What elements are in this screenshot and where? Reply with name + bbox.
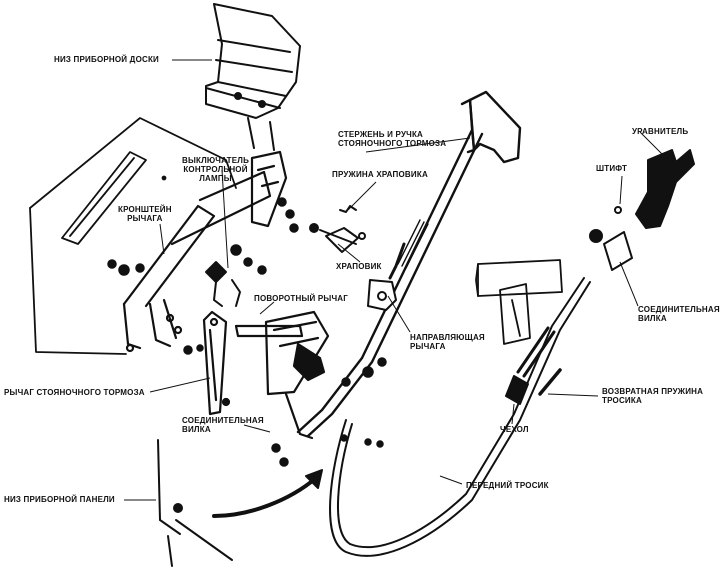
body-panel-box bbox=[29, 117, 237, 355]
label-equalizer: УРАВНИТЕЛЬ bbox=[632, 127, 689, 136]
instrument-panel-bottom bbox=[157, 439, 233, 567]
label-swivel-lever: ПОВОРОТНЫЙ РЫЧАГ bbox=[254, 294, 348, 303]
lever-bracket bbox=[122, 150, 288, 353]
lever-guide bbox=[367, 279, 397, 311]
label-parking-brake-lever: РЫЧАГ СТОЯНОЧНОГО ТОРМОЗА bbox=[4, 388, 145, 397]
equalizer bbox=[589, 149, 695, 271]
label-pin: ШТИФТ bbox=[596, 164, 628, 173]
label-front-cable: ПЕРЕДНИЙ ТРОСИК bbox=[466, 481, 549, 490]
label-rod-handle: СТЕРЖЕНЬ И РУЧКА СТОЯНОЧНОГО ТОРМОЗА bbox=[338, 130, 447, 148]
ratchet bbox=[309, 205, 366, 253]
return-spring bbox=[538, 368, 562, 396]
leader-lines bbox=[124, 59, 665, 501]
hardware bbox=[107, 197, 387, 467]
label-ratchet-spring: ПРУЖИНА ХРАПОВИКА bbox=[332, 170, 428, 179]
label-return-spring: ВОЗВРАТНАЯ ПРУЖИНА ТРОСИКА bbox=[602, 387, 704, 405]
brake-rod bbox=[296, 90, 522, 438]
label-dashboard-bottom: НИЗ ПРИБОРНОЙ ДОСКИ bbox=[54, 55, 160, 64]
label-instrument-panel-bottom: НИЗ ПРИБОРНОЙ ПАНЕЛИ bbox=[4, 495, 115, 504]
warning-switch bbox=[205, 261, 241, 307]
label-ratchet: ХРАПОВИК bbox=[336, 262, 382, 271]
label-clevis-right: СОЕДИНИТЕЛЬНАЯ ВИЛКА bbox=[638, 305, 720, 323]
label-sleeve: ЧЕХОЛ bbox=[500, 425, 529, 434]
label-lever-bracket: КРОНШТЕЙН РЫЧАГА bbox=[118, 205, 172, 223]
cable-bracket bbox=[475, 259, 563, 345]
label-clevis-left: СОЕДИНИТЕЛЬНАЯ ВИЛКА bbox=[182, 416, 264, 434]
front-cable bbox=[329, 277, 591, 557]
label-warning-switch: ВЫКЛЮЧАТЕЛЬ КОНТРОЛЬНОЙ ЛАМПЫ bbox=[182, 156, 250, 183]
parking-brake-lever bbox=[202, 310, 231, 416]
dashboard-bottom-bracket bbox=[205, 3, 301, 151]
label-lever-guide: НАПРАВЛЯЮЩАЯ РЫЧАГА bbox=[410, 333, 485, 351]
curved-arrow bbox=[212, 469, 323, 518]
